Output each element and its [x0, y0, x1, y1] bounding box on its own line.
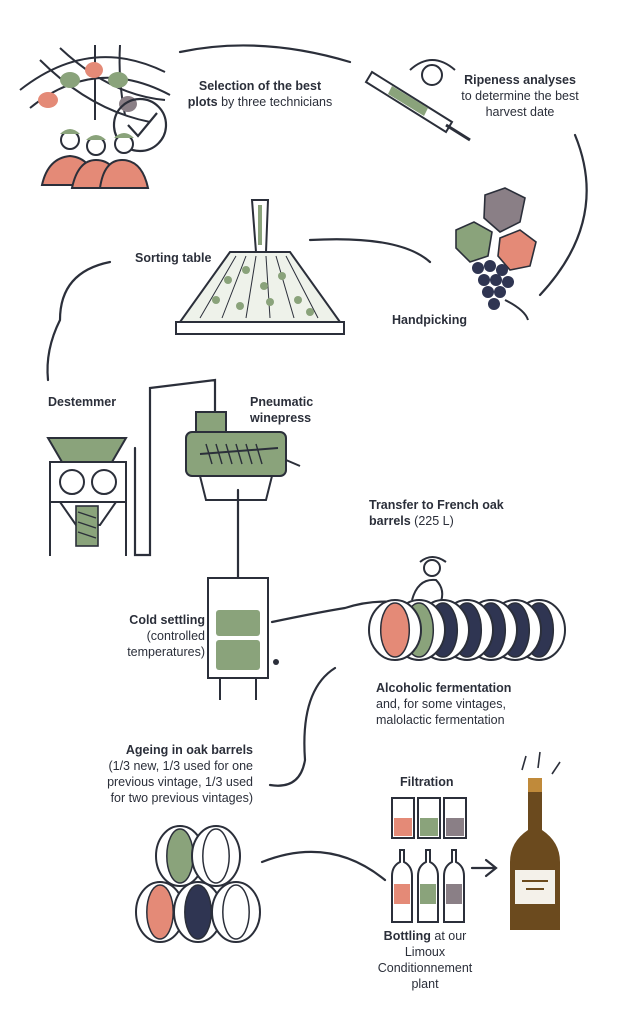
- step-destemmer-title: Destemmer: [48, 395, 117, 409]
- flow-line: [538, 133, 588, 297]
- flow-line: [268, 666, 337, 787]
- step-ripeness-desc: to determine the best harvest date: [461, 89, 579, 119]
- step-cold-settling-title: Cold settling: [129, 613, 205, 627]
- barrel-band: [146, 884, 174, 940]
- barrel-band: [222, 884, 250, 940]
- small-bottles-icon: [391, 849, 465, 923]
- step-sorting-title: Sorting table: [135, 251, 212, 265]
- barrel-band: [202, 828, 230, 884]
- step-winepress: Pneumatic winepress: [250, 394, 330, 426]
- step-transfer-title: Transfer to French oak barrels: [369, 498, 504, 528]
- flow-line: [308, 238, 432, 264]
- step-alcoholic-desc: and, for some vintages, malolactic ferme…: [376, 697, 506, 727]
- step-handpicking: Handpicking: [392, 312, 502, 328]
- filtration-icon: [391, 797, 467, 839]
- barrel-band: [379, 602, 411, 658]
- flow-line: [46, 260, 112, 382]
- step-alcoholic-title: Alcoholic fermentation: [376, 681, 512, 695]
- step-sorting: Sorting table: [135, 250, 255, 266]
- step-transfer: Transfer to French oak barrels (225 L): [369, 497, 509, 529]
- step-bottling-desc: at our Limoux Conditionnement plant: [377, 929, 473, 991]
- step-ageing-desc: (1/3 new, 1/3 used for one previous vint…: [107, 759, 253, 805]
- stacked-barrels-icon: [135, 825, 261, 943]
- settling-tank-icon: [207, 577, 279, 700]
- vineyard-plots-icon: [19, 44, 171, 123]
- step-selection: Selection of the best plots by three tec…: [185, 78, 335, 110]
- sorting-table-icon: [175, 199, 345, 335]
- step-ageing: Ageing in oak barrels (1/3 new, 1/3 used…: [95, 742, 253, 806]
- grapes-icon: [455, 187, 537, 321]
- step-filtration-title: Filtration: [400, 775, 454, 789]
- flow-line: [270, 600, 397, 624]
- refractometer-icon: [364, 59, 471, 142]
- flow-lines: [46, 44, 588, 882]
- step-alcoholic-fermentation: Alcoholic fermentation and, for some vin…: [376, 680, 546, 728]
- winepress-icon: [185, 411, 301, 501]
- step-bottling-title: Bottling: [383, 929, 431, 943]
- barrel-band: [166, 828, 194, 884]
- step-selection-desc: by three technicians: [217, 95, 333, 109]
- step-transfer-desc: (225 L): [410, 514, 454, 528]
- step-ageing-title: Ageing in oak barrels: [125, 743, 253, 757]
- worker-icon: [411, 556, 447, 605]
- step-handpicking-title: Handpicking: [392, 313, 468, 327]
- step-selection-title: Selection of the best plots: [187, 79, 322, 109]
- step-cold-settling-desc: (controlled temperatures): [127, 629, 205, 659]
- arrow-to-bottle: [470, 858, 498, 878]
- barrel-band: [184, 884, 212, 940]
- step-cold-settling: Cold settling (controlled temperatures): [95, 612, 205, 660]
- step-ripeness: Ripeness analyses to determine the best …: [445, 72, 595, 120]
- step-winepress-title: Pneumatic winepress: [250, 395, 314, 425]
- step-bottling: Bottling at our Limoux Conditionnement p…: [370, 928, 480, 992]
- wine-bottle-icon: [510, 751, 561, 930]
- step-filtration: Filtration: [400, 774, 480, 790]
- step-ripeness-title: Ripeness analyses: [464, 73, 576, 87]
- flow-line: [178, 44, 352, 64]
- fermentation-barrels-icon: [368, 599, 566, 661]
- destemmer-icon: [46, 437, 128, 556]
- flow-line: [260, 850, 387, 882]
- checkmark-icon: [112, 97, 168, 153]
- technicians-icon: [40, 129, 150, 189]
- step-destemmer: Destemmer: [48, 394, 148, 410]
- flow-line: [133, 378, 217, 557]
